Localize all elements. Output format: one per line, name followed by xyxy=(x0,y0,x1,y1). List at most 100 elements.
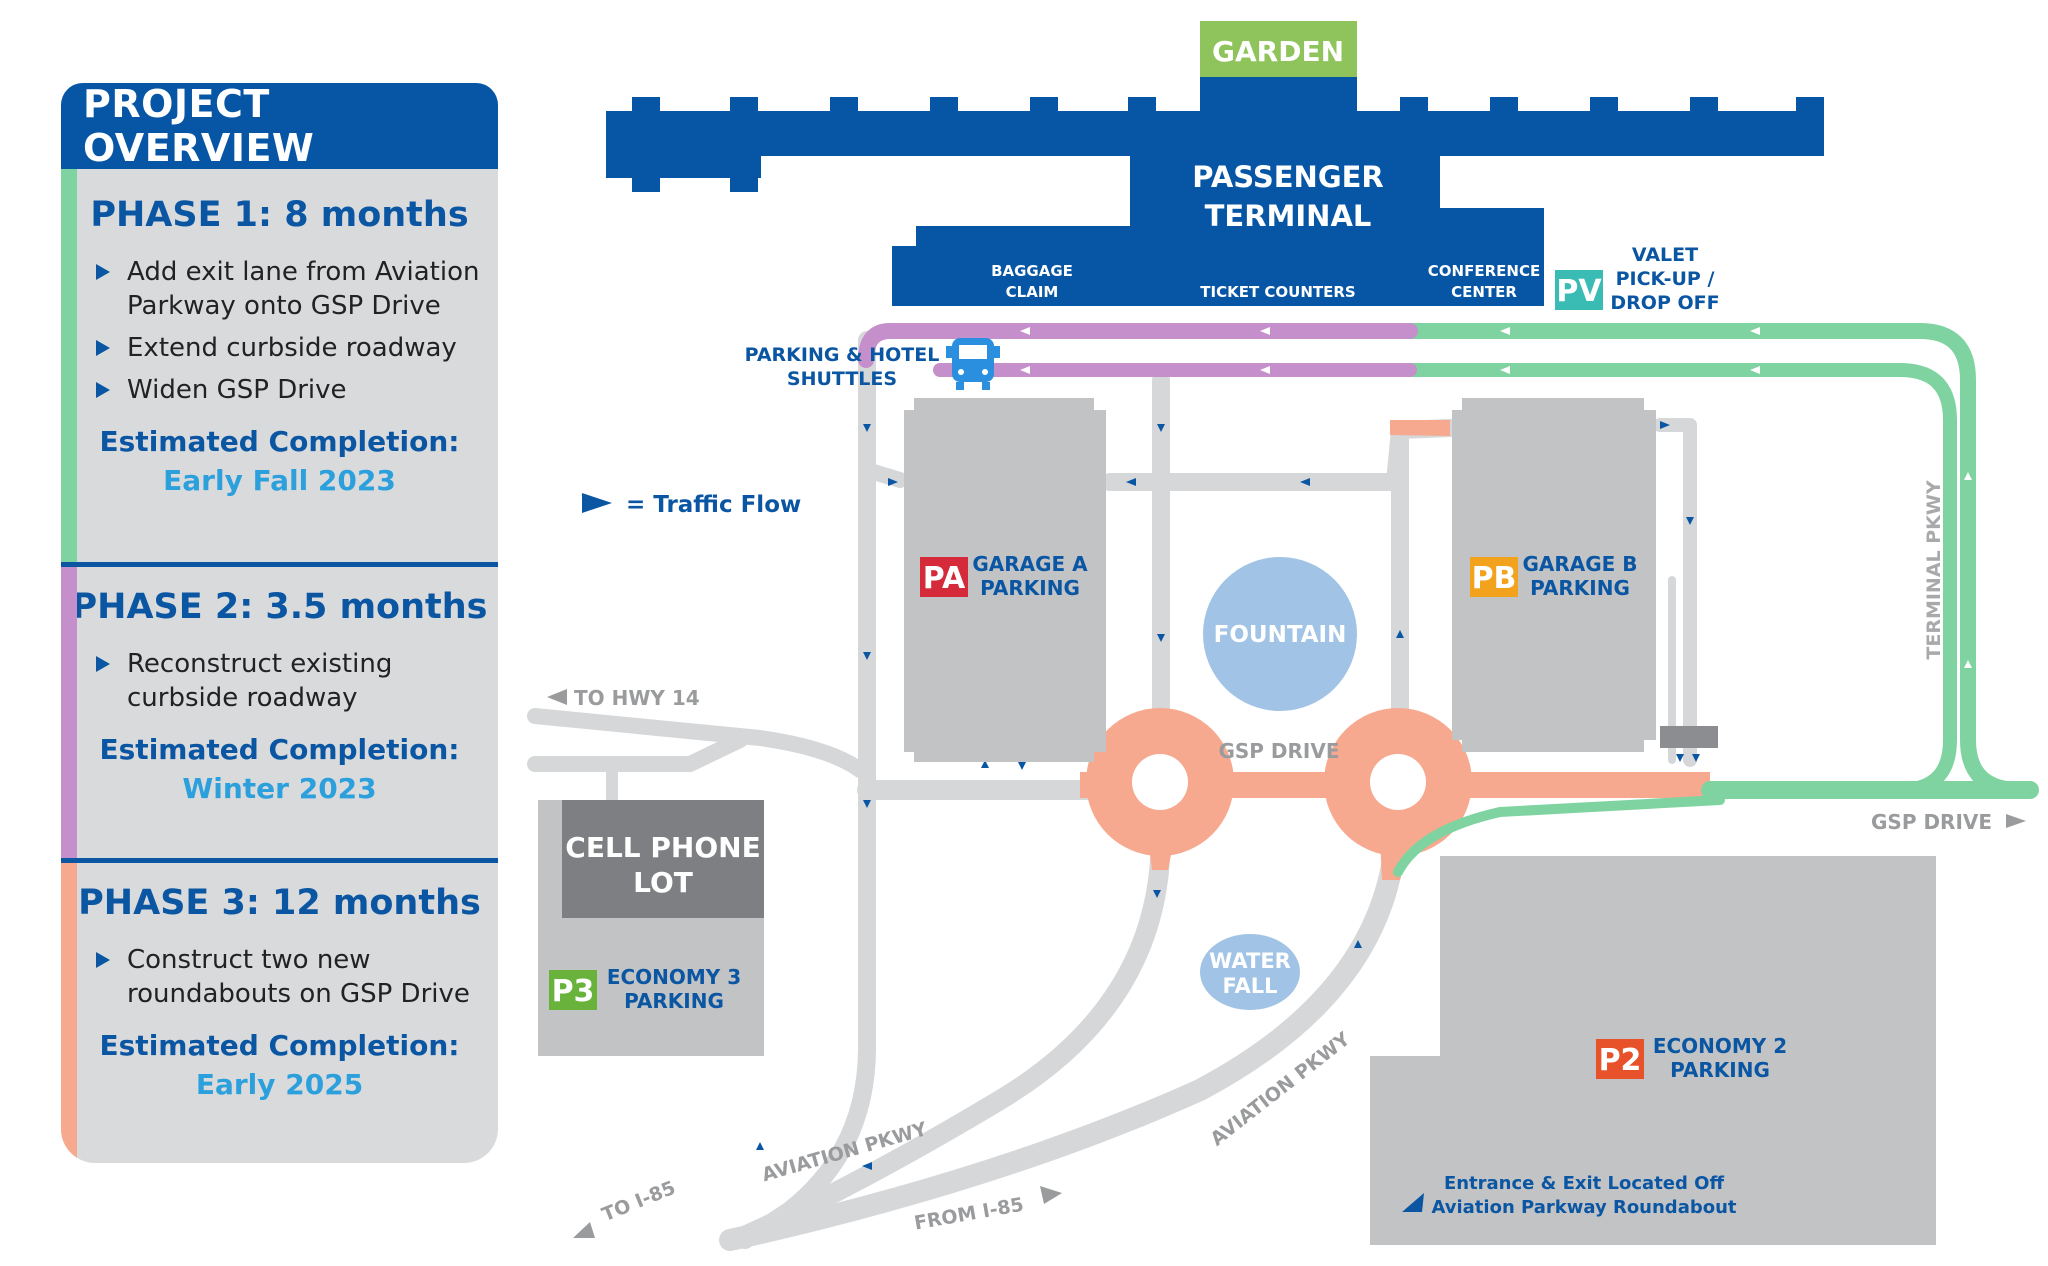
pb-badge xyxy=(1470,557,1518,597)
list-item: Add exit lane from Aviation Parkway onto… xyxy=(96,255,498,323)
traffic-arrow xyxy=(1750,366,1760,374)
pa-badge-text: PA xyxy=(923,561,966,596)
hwy14-west-arrow-icon xyxy=(547,689,567,705)
valet-line2: PICK-UP / xyxy=(1616,268,1715,290)
from-i85-arrow-icon xyxy=(1040,1186,1062,1204)
gsp-drive-east-arrow-icon xyxy=(2006,814,2026,828)
concourse-pier xyxy=(1690,97,1718,111)
phase-divider xyxy=(61,562,498,567)
garden-label: GARDEN xyxy=(1212,35,1344,68)
traffic-arrow xyxy=(1260,366,1270,374)
phase-3-color-bar xyxy=(61,863,77,1163)
phase2-curbside xyxy=(858,323,1418,377)
garage-a-lot xyxy=(904,398,1106,762)
terminal-core xyxy=(1130,156,1440,246)
traffic-arrow xyxy=(1020,327,1030,335)
terminal-label-line1: PASSENGER xyxy=(1192,160,1384,194)
traffic-arrow xyxy=(756,1142,764,1150)
valet-line3: DROP OFF xyxy=(1610,292,1719,314)
traffic-arrow xyxy=(863,424,871,432)
phase-2-title: PHASE 2: 3.5 months xyxy=(71,587,488,627)
traffic-arrow xyxy=(1964,472,1972,480)
fountain xyxy=(1203,557,1357,711)
entrance-line2: Aviation Parkway Roundabout xyxy=(1431,1197,1736,1218)
concourse-pier xyxy=(730,97,758,192)
pb-badge-text: PB xyxy=(1472,561,1517,596)
waterfall-line1: WATER xyxy=(1209,949,1291,973)
traffic-flow-arrow-icon xyxy=(582,493,612,513)
concourse-pier xyxy=(830,97,858,111)
road-hwy14-upper xyxy=(527,708,868,778)
list-item: Construct two new roundabouts on GSP Dri… xyxy=(96,943,484,1011)
road-aviation-pkwy xyxy=(719,849,1404,1251)
traffic-arrow xyxy=(1396,630,1404,638)
traffic-arrow xyxy=(1660,421,1670,429)
traffic-arrow xyxy=(863,652,871,660)
phase-1-section: PHASE 1: 8 months Add exit lane from Avi… xyxy=(61,169,498,564)
conference-center-line2: CENTER xyxy=(1451,283,1517,301)
phase-3-completion-value: Early 2025 xyxy=(195,1068,364,1101)
concourse-pier xyxy=(930,97,958,111)
traffic-arrow xyxy=(1300,478,1310,486)
economy2-line2: PARKING xyxy=(1670,1058,1770,1082)
list-item: Extend curbside roadway xyxy=(96,331,498,365)
traffic-arrow xyxy=(1964,660,1972,668)
traffic-arrow xyxy=(1020,366,1030,374)
concourse-pier xyxy=(1590,97,1618,111)
fountain-label: FOUNTAIN xyxy=(1214,622,1347,648)
phase-1-completion-label: Estimated Completion: xyxy=(99,425,460,458)
traffic-arrow xyxy=(1018,762,1026,770)
roundabout-west-island xyxy=(1132,754,1188,810)
traffic-arrow xyxy=(1157,424,1165,432)
traffic-arrow xyxy=(1676,754,1684,762)
garage-b-gate xyxy=(1660,726,1718,748)
to-hwy14-label: TO HWY 14 xyxy=(574,686,700,710)
phase-3-title: PHASE 3: 12 months xyxy=(78,883,481,923)
phase-2-list: Reconstruct existing curbside roadway xyxy=(61,647,498,715)
concourse-pier xyxy=(632,97,660,192)
waterfall xyxy=(1200,934,1300,1010)
phase-2-section: PHASE 2: 3.5 months Reconstruct existing… xyxy=(61,567,498,858)
traffic-arrows-light xyxy=(1964,472,1972,668)
phase-1-completion-value: Early Fall 2023 xyxy=(163,464,396,497)
traffic-arrows xyxy=(1020,327,1760,374)
phase-1-list: Add exit lane from Aviation Parkway onto… xyxy=(61,255,498,407)
terminal-base xyxy=(892,208,1544,306)
traffic-arrow xyxy=(1153,890,1161,898)
traffic-arrow xyxy=(1692,754,1700,762)
list-item: Reconstruct existing curbside roadway xyxy=(96,647,438,715)
traffic-arrow xyxy=(1354,940,1362,948)
conference-center-line1: CONFERENCE xyxy=(1428,262,1540,280)
garage-a-line2: PARKING xyxy=(980,576,1080,600)
economy3-line1: ECONOMY 3 xyxy=(607,965,741,989)
terminal-pkwy-label: TERMINAL PKWY xyxy=(1923,480,1945,659)
to-i85-arrow-icon xyxy=(573,1222,595,1238)
economy2-lot xyxy=(1370,856,1936,1245)
cell-phone-lot-line2: LOT xyxy=(633,866,693,899)
entrance-arrow-icon xyxy=(1402,1193,1424,1212)
traffic-flow-label: = Traffic Flow xyxy=(626,492,801,518)
p2-badge xyxy=(1596,1039,1644,1079)
concourse xyxy=(606,111,1824,156)
terminal-core-top xyxy=(1200,77,1357,117)
garage-b-line1: GARAGE B xyxy=(1522,552,1637,576)
bus-icon xyxy=(946,338,1000,390)
phase1-lanes xyxy=(1393,323,2039,877)
baggage-claim-line2: CLAIM xyxy=(1006,283,1059,301)
to-i85-label: TO I-85 xyxy=(599,1177,679,1226)
economy2-line1: ECONOMY 2 xyxy=(1653,1034,1787,1058)
phase-2-color-bar xyxy=(61,567,77,858)
concourse-pier xyxy=(1128,97,1156,111)
garage-b-lot xyxy=(1452,398,1656,752)
traffic-arrow xyxy=(1126,478,1136,486)
shuttles-line2: SHUTTLES xyxy=(787,368,897,390)
phase-3-section: PHASE 3: 12 months Construct two new rou… xyxy=(61,863,498,1163)
phase-3-completion-label: Estimated Completion: xyxy=(99,1029,460,1062)
concourse-pier xyxy=(1490,97,1518,111)
traffic-arrow xyxy=(862,1162,872,1170)
phase3-ramp-top xyxy=(1390,420,1450,436)
pa-badge xyxy=(920,557,968,597)
road-shuttle-link xyxy=(859,332,908,488)
gsp-drive-right-label: GSP DRIVE xyxy=(1871,810,1992,834)
